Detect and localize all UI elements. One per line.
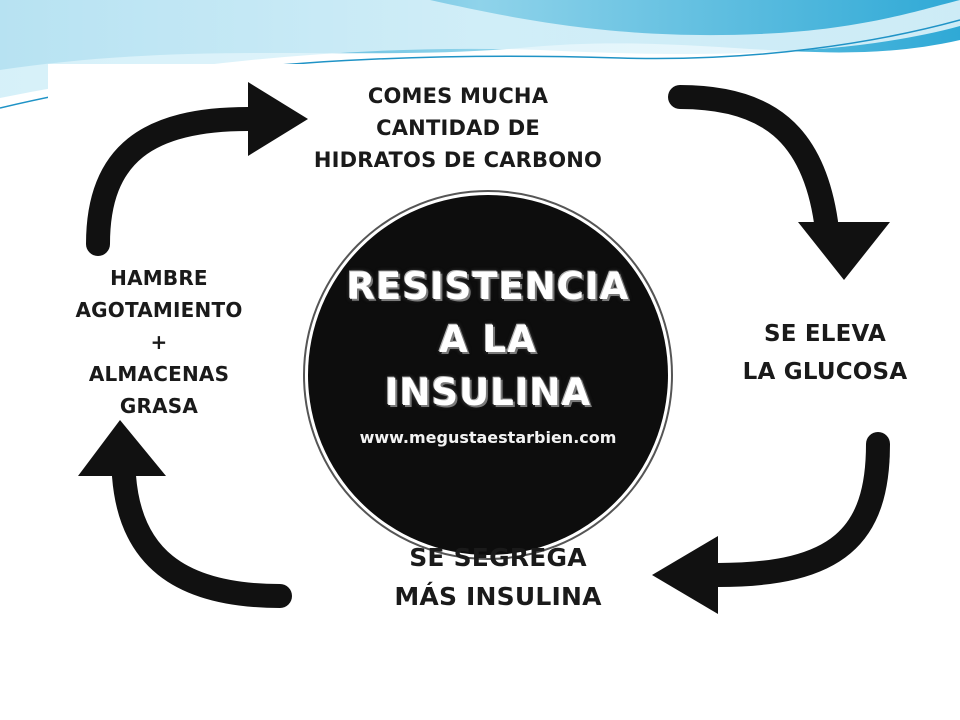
arrow-bottom-left-head	[78, 420, 166, 476]
source-url: www.megustaestarbien.com	[359, 428, 617, 447]
arrow-top-left-head	[248, 82, 308, 156]
cycle-graphic	[78, 82, 890, 614]
step-eat-carbs: COMES MUCHA CANTIDAD DE HIDRATOS DE CARB…	[313, 84, 603, 172]
arrow-bottom-left	[112, 464, 292, 608]
arrow-top-left	[86, 107, 260, 256]
header-wave-front	[0, 0, 960, 98]
center-title: RESISTENCIA A LA INSULINA	[346, 265, 630, 414]
step-glucose-rises: SE ELEVA LA GLUCOSA	[742, 321, 908, 385]
step-hunger-fatigue: HAMBRE AGOTAMIENTO + ALMACENAS GRASA	[75, 266, 243, 418]
diagram-panel: COMES MUCHA CANTIDAD DE HIDRATOS DE CARB…	[48, 64, 928, 630]
center-circle	[308, 195, 668, 555]
arrow-bottom-right-head	[652, 536, 718, 614]
arrow-top-right-head	[798, 222, 890, 280]
arrow-top-right	[668, 85, 838, 234]
arrow-bottom-right	[706, 432, 890, 587]
step-more-insulin: SE SEGREGA MÁS INSULINA	[394, 543, 602, 611]
